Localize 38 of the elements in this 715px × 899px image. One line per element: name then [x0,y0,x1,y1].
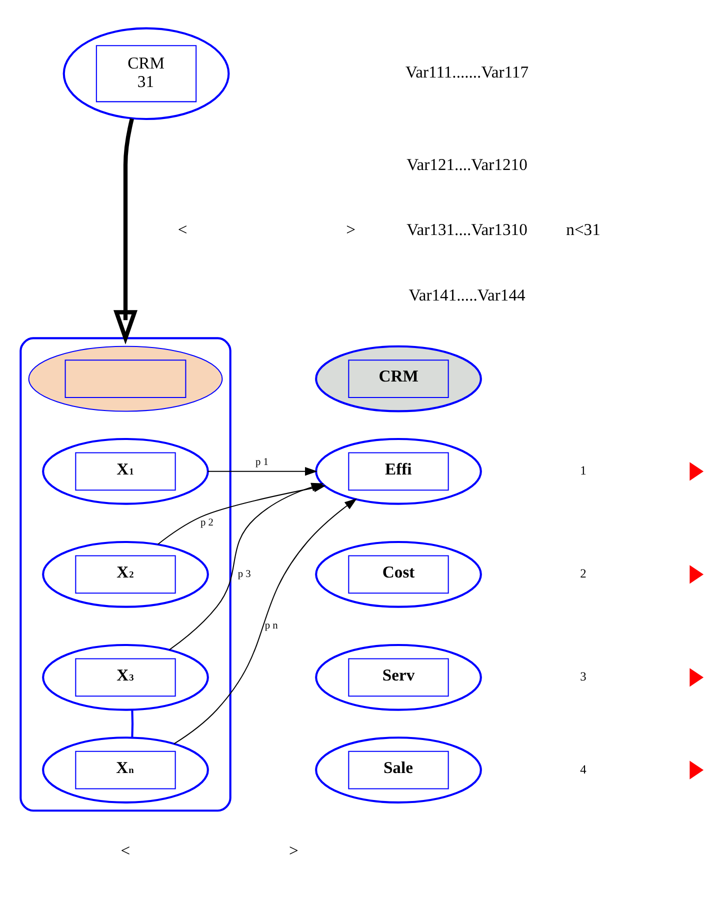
edge-label: p n [264,620,278,632]
label: 1 [580,464,586,478]
node-ellipse: Xn [42,736,209,804]
edge-label: p 1 [256,457,268,468]
arrow [114,118,138,344]
node-ellipse: X1 [42,438,209,505]
node-ellipse: CRM [315,345,482,412]
node-ellipse: CRM 31 [62,27,230,120]
label: 3 [580,670,586,684]
label: < [178,220,188,240]
edge-label: p 2 [200,518,214,529]
label: Var141.....Var144 [408,286,526,305]
node-triangle [690,565,704,584]
label: n<31 [566,220,600,240]
label: Var111.......Var117 [405,62,529,82]
label: Var131....Var1310 [406,220,528,240]
cluster [20,337,232,812]
node-ellipse [28,346,223,412]
node-ellipse: X3 [42,644,209,711]
node-triangle [690,668,704,687]
label: > [288,841,298,860]
label: < [120,841,130,860]
arrow [169,482,324,650]
node-ellipse: X2 [42,540,209,608]
node-ellipse: Serv [315,644,482,711]
label: > [346,220,356,240]
arrow [208,467,318,476]
connector [131,710,134,738]
label: 4 [580,762,586,776]
node-triangle [690,462,704,481]
node-ellipse: Cost [315,540,482,608]
node-triangle [690,760,704,780]
edge-label: p 3 [238,569,251,580]
label: Var121....Var1210 [406,154,528,174]
node-ellipse: Sale [315,736,482,804]
label: 2 [580,566,586,581]
node-ellipse: Effi [315,438,482,505]
arrow [174,498,358,744]
